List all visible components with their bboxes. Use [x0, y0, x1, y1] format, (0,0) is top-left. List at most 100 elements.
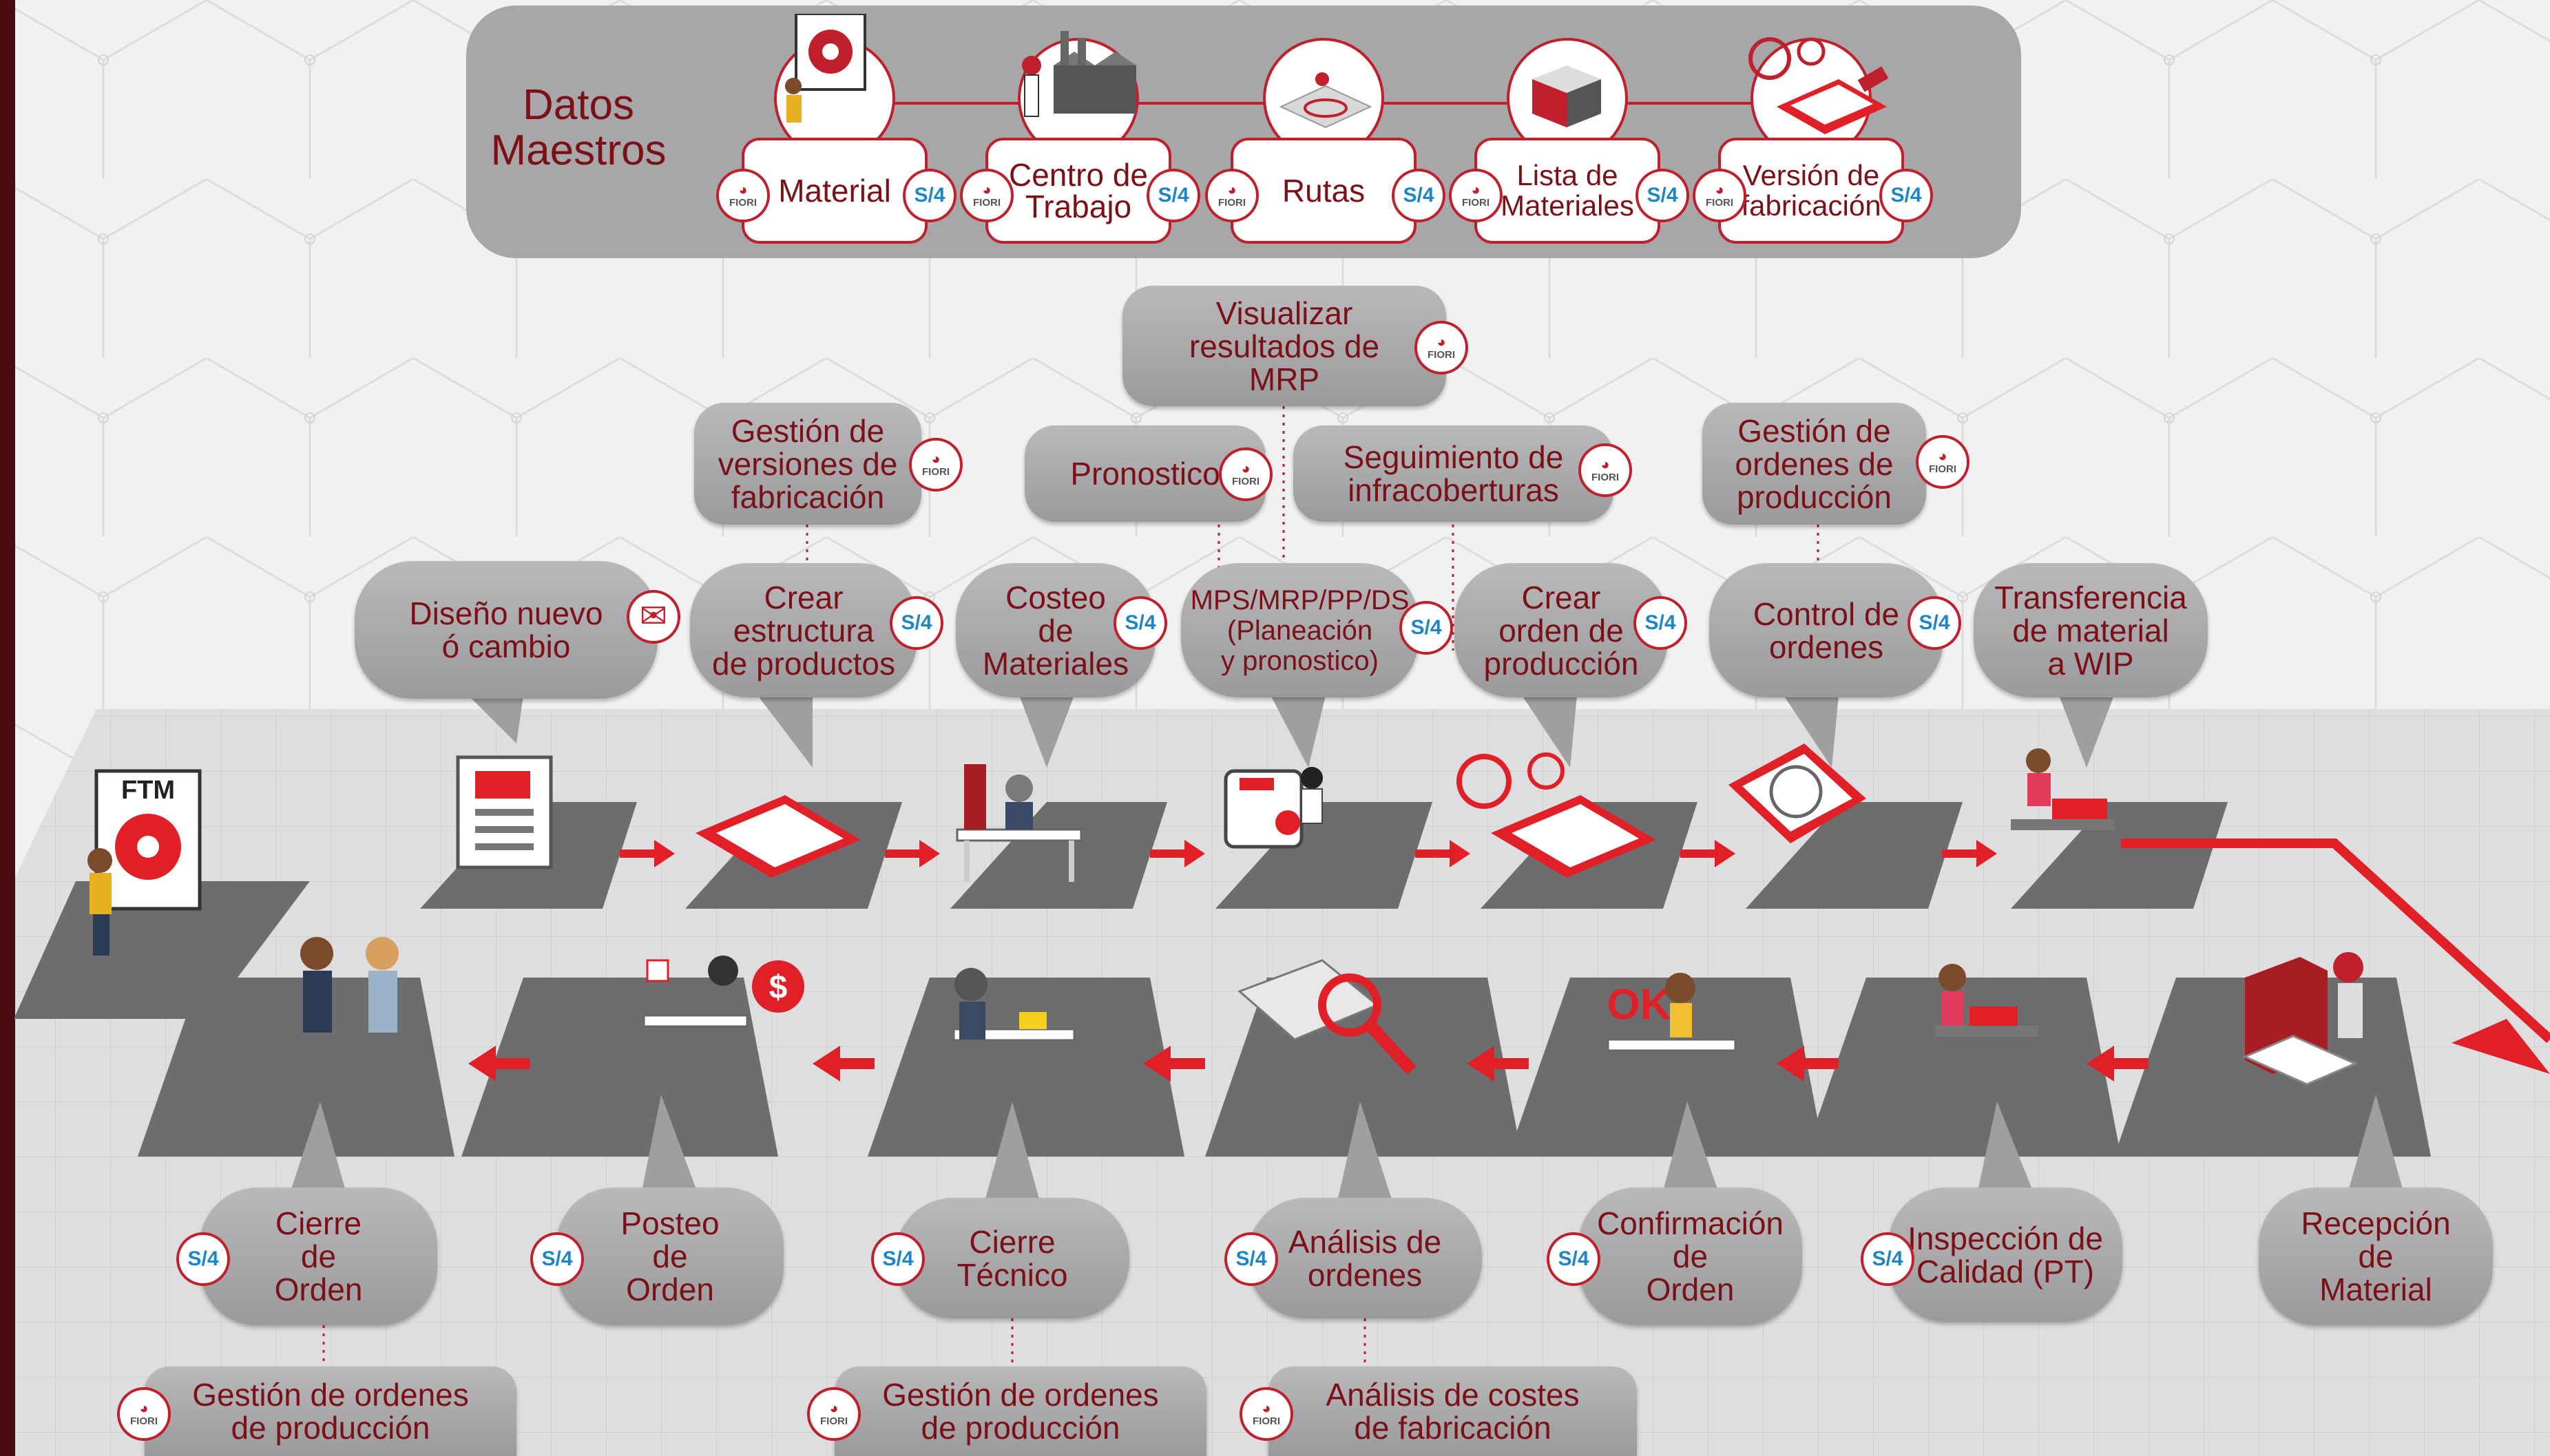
- return-path-line: [2121, 838, 2550, 1044]
- s4-badge: S/4: [903, 169, 957, 222]
- process-tile: [950, 802, 1167, 909]
- gear-outline-icon: [1527, 752, 1565, 790]
- s4-badge: S/4: [1114, 596, 1167, 650]
- master-material-box[interactable]: Material: [742, 138, 928, 244]
- gear-hole: [137, 836, 159, 858]
- arrow-right-icon: [885, 840, 940, 867]
- gears-clipboard-icon: [1748, 37, 1889, 134]
- s4-badge: S/4: [176, 1232, 230, 1286]
- dollar-icon: [752, 960, 804, 1013]
- step-quality-inspection[interactable]: Inspección de Calidad (PT): [1888, 1188, 2122, 1322]
- gear-outline-icon: [1456, 754, 1512, 809]
- boxes-icon: [2052, 799, 2107, 819]
- s4-badge: S/4: [890, 596, 943, 650]
- s4-badge: S/4: [1908, 596, 1961, 650]
- step-goods-receipt[interactable]: Recepción de Material: [2259, 1188, 2493, 1325]
- fiori-app-mrp-results[interactable]: Visualizar resultados de MRP: [1122, 286, 1446, 406]
- bubble-tail: [1663, 1101, 1718, 1191]
- left-edge-bar: [0, 0, 15, 1456]
- document-line: [475, 843, 534, 850]
- bubble-tail: [1337, 1101, 1392, 1201]
- arrow-box-icon: [2242, 1035, 2358, 1086]
- bubble-tail: [1784, 695, 1839, 768]
- fiori-app-prod-orders-top[interactable]: Gestión de ordenes de producción: [1702, 403, 1926, 525]
- bubble-tail: [1978, 1101, 2033, 1191]
- step-order-analysis[interactable]: Análisis de ordenes: [1248, 1198, 1482, 1318]
- bubble-tail: [1522, 695, 1577, 768]
- fiori-app-prod-orders-bottom-1[interactable]: Gestión de ordenes de producción: [145, 1367, 516, 1456]
- step-technical-close[interactable]: Cierre Técnico: [895, 1198, 1129, 1318]
- step-mrp-planning[interactable]: MPS/MRP/PP/DS (Planeación y pronostico): [1181, 563, 1419, 697]
- calendar-icon: [646, 959, 669, 982]
- person-body: [1942, 991, 1964, 1026]
- bubble-tail: [468, 695, 523, 743]
- person-body: [1670, 1003, 1692, 1037]
- step-design-change[interactable]: Diseño nuevo ó cambio: [355, 561, 658, 699]
- document-line: [475, 809, 534, 816]
- fiori-app-prod-orders-bottom-2[interactable]: Gestión de ordenes de producción: [835, 1367, 1206, 1456]
- person-head: [1301, 767, 1323, 789]
- globe-icon: [1769, 765, 1823, 819]
- process-tile: [1804, 978, 2121, 1157]
- fiori-app-cost-analysis[interactable]: Análisis de costes de fabricación: [1268, 1367, 1637, 1456]
- person-body: [368, 971, 397, 1033]
- magnifier-handle: [1366, 1021, 1417, 1075]
- person-body: [1301, 788, 1323, 824]
- s4-badge: S/4: [530, 1232, 584, 1286]
- fiori-badge: ◕FIORI: [1240, 1387, 1293, 1441]
- step-order-confirmation[interactable]: Confirmación de Orden: [1578, 1188, 1802, 1325]
- process-tile: [868, 978, 1184, 1157]
- fiori-badge: ◕FIORI: [1916, 435, 1969, 489]
- step-create-bom[interactable]: Crear estructura de productos: [690, 563, 917, 697]
- arrow-left-icon: [1467, 1046, 1529, 1082]
- fiori-badge: ◕FIORI: [117, 1387, 171, 1441]
- fiori-badge: ◕FIORI: [1449, 169, 1503, 222]
- bubble-tail: [1019, 695, 1074, 768]
- arrow-left-icon: [468, 1046, 530, 1082]
- person-head: [366, 937, 399, 970]
- step-transfer-wip[interactable]: Transferencia de material a WIP: [1974, 563, 2208, 697]
- step-create-prod-order[interactable]: Crear orden de producción: [1454, 563, 1668, 697]
- step-order-control[interactable]: Control de ordenes: [1709, 563, 1943, 697]
- bubble-tail: [2348, 1095, 2403, 1191]
- person-head: [708, 956, 738, 986]
- fiori-app-prod-versions[interactable]: Gestión de versiones de fabricación: [694, 403, 921, 525]
- person-head: [1938, 964, 1966, 991]
- s4-badge: S/4: [1399, 601, 1453, 655]
- magnifier-icon: [1318, 973, 1381, 1037]
- bubble-tail: [757, 695, 813, 768]
- bubble-tail: [642, 1095, 697, 1191]
- s4-badge: S/4: [1224, 1232, 1278, 1286]
- process-tile: [1508, 978, 1825, 1157]
- process-tile: [2011, 802, 2228, 909]
- box-stack-icon: [1532, 65, 1601, 127]
- fiori-badge: ◕FIORI: [909, 438, 963, 492]
- process-tile: [14, 881, 310, 1019]
- fiori-badge: ◕FIORI: [716, 169, 770, 222]
- desk-icon: [642, 1014, 749, 1028]
- arrow-right-icon: [620, 840, 675, 867]
- person-head: [954, 968, 987, 1001]
- person-body: [959, 1002, 985, 1040]
- fiori-badge: ◕FIORI: [1414, 321, 1468, 374]
- conveyor-icon: [1935, 1026, 2038, 1037]
- person-head: [1005, 774, 1033, 802]
- ftm-label: FTM: [121, 776, 175, 805]
- master-routing-box[interactable]: Rutas: [1231, 138, 1417, 244]
- s4-badge: S/4: [1633, 596, 1687, 650]
- factory-icon: [1022, 31, 1136, 117]
- fiori-app-shortages[interactable]: Seguimiento de infracoberturas: [1293, 425, 1613, 522]
- step-post-order[interactable]: Posteo de Orden: [556, 1188, 784, 1325]
- bubble-tail: [1271, 695, 1326, 768]
- arrow-left-icon: [813, 1046, 875, 1082]
- clipboard-icon-paper: [1512, 804, 1639, 867]
- fiori-badge: ◕FIORI: [960, 169, 1014, 222]
- master-work-center-box[interactable]: Centro de Trabajo: [985, 138, 1171, 244]
- desk-icon: [1607, 1038, 1737, 1052]
- step-close-order[interactable]: Cierre de Orden: [200, 1188, 437, 1325]
- process-tile: [1215, 802, 1432, 909]
- person-head: [1665, 973, 1695, 1003]
- check-icon: [1275, 810, 1300, 835]
- fiori-badge: ◕FIORI: [1693, 169, 1746, 222]
- arrow-right-icon: [1942, 840, 1997, 867]
